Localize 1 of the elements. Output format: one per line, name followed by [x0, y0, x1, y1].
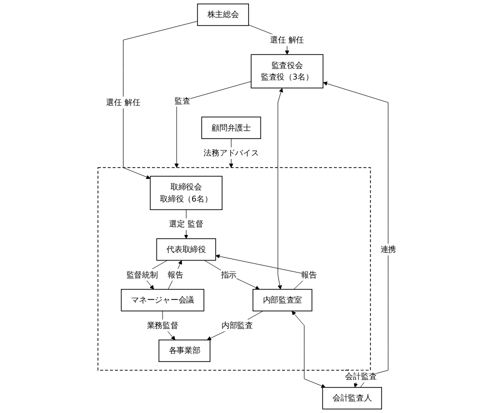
cluster: [98, 167, 371, 371]
